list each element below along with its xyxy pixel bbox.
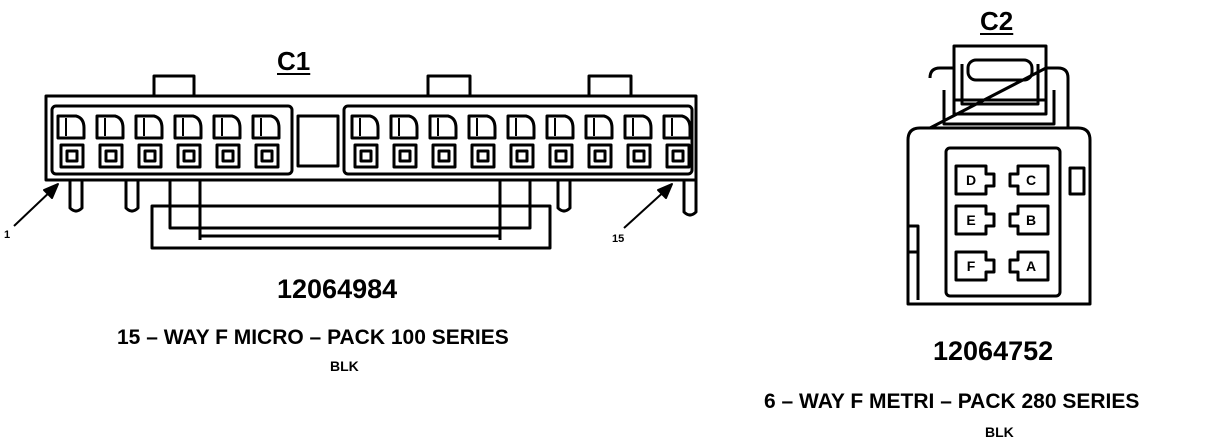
c2-cavity-e: E: [966, 212, 975, 228]
c1-part-number: 12064984: [277, 274, 398, 304]
c1-title: C1: [277, 46, 311, 76]
c2-cavity-labels: D C E B F A: [966, 172, 1036, 274]
c2-title: C2: [980, 6, 1014, 36]
c2-cavity-c: C: [1026, 172, 1036, 188]
c2-cavity-a: A: [1026, 258, 1036, 274]
c1-pin-1-arrow: [13, 183, 59, 227]
c2-cavity-grid: [954, 164, 1050, 282]
c1-connector-body: [44, 74, 698, 250]
c1-pin-1-label: 1: [4, 229, 11, 241]
c2-cavity-b: B: [1026, 212, 1036, 228]
c2-part-number: 12064752: [933, 336, 1054, 366]
c1-terminal-row: [56, 114, 692, 140]
c2-connector-body: [906, 44, 1092, 306]
c1-description: 15 – WAY F MICRO – PACK 100 SERIES: [117, 326, 509, 349]
c2-cavity-d: D: [966, 172, 976, 188]
c2-color: BLK: [985, 424, 1014, 440]
c1-terminal-detail: [65, 118, 673, 136]
c1-color: BLK: [330, 358, 359, 374]
c2-cavity-f: F: [967, 258, 976, 274]
c1-pin-15-arrow: [623, 183, 673, 229]
c1-cavity-row: [59, 143, 691, 169]
c1-pin-15-label: 15: [612, 233, 625, 245]
c2-description: 6 – WAY F METRI – PACK 280 SERIES: [764, 390, 1140, 413]
